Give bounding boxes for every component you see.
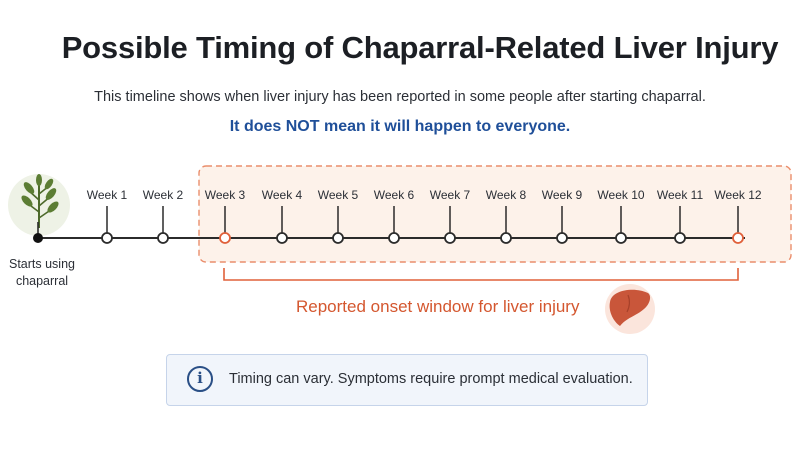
label-week-3: Week 3	[205, 188, 246, 202]
label-week-9: Week 9	[542, 188, 583, 202]
week-markers: Week 1 Week 2 Week 3 Week 4 Week 5 Week 6 Week…	[87, 188, 762, 244]
emphasis-note: It does NOT mean it will happen to every…	[229, 118, 571, 135]
label-week-5: Week 5	[318, 188, 359, 202]
label-week-7: Week 7	[430, 188, 471, 202]
onset-window-label: Reported onset window for liver injury	[296, 297, 580, 316]
page-title: Possible Timing of Chaparral-Related Liv…	[61, 30, 779, 65]
label-week-2: Week 2	[143, 188, 184, 202]
page-subtitle: This timeline shows when liver injury ha…	[94, 89, 706, 105]
marker-week-8	[500, 232, 512, 244]
onset-window-highlight	[198, 165, 792, 263]
marker-week-12	[732, 232, 744, 244]
liver-icon	[605, 284, 655, 334]
label-week-6: Week 6	[374, 188, 415, 202]
label-week-10: Week 10	[597, 188, 644, 202]
marker-week-11	[674, 232, 686, 244]
notice-text: Timing can vary. Symptoms require prompt…	[229, 371, 633, 387]
onset-window-bracket	[223, 268, 739, 281]
label-week-4: Week 4	[262, 188, 303, 202]
marker-week-7	[444, 232, 456, 244]
label-week-12: Week 12	[714, 188, 761, 202]
marker-week-3	[219, 232, 231, 244]
chaparral-plant-icon	[8, 174, 70, 236]
marker-week-5	[332, 232, 344, 244]
label-week-1: Week 1	[87, 188, 128, 202]
marker-week-10	[615, 232, 627, 244]
marker-week-4	[276, 232, 288, 244]
label-week-8: Week 8	[486, 188, 527, 202]
marker-week-6	[388, 232, 400, 244]
label-week-11: Week 11	[657, 188, 704, 202]
start-marker	[33, 233, 43, 243]
marker-week-1	[101, 232, 113, 244]
marker-week-2	[157, 232, 169, 244]
marker-week-9	[556, 232, 568, 244]
start-label: Starts using chaparral	[8, 257, 75, 288]
notice-box: i Timing can vary. Symptoms require prom…	[166, 354, 648, 406]
info-icon: i	[187, 366, 213, 392]
